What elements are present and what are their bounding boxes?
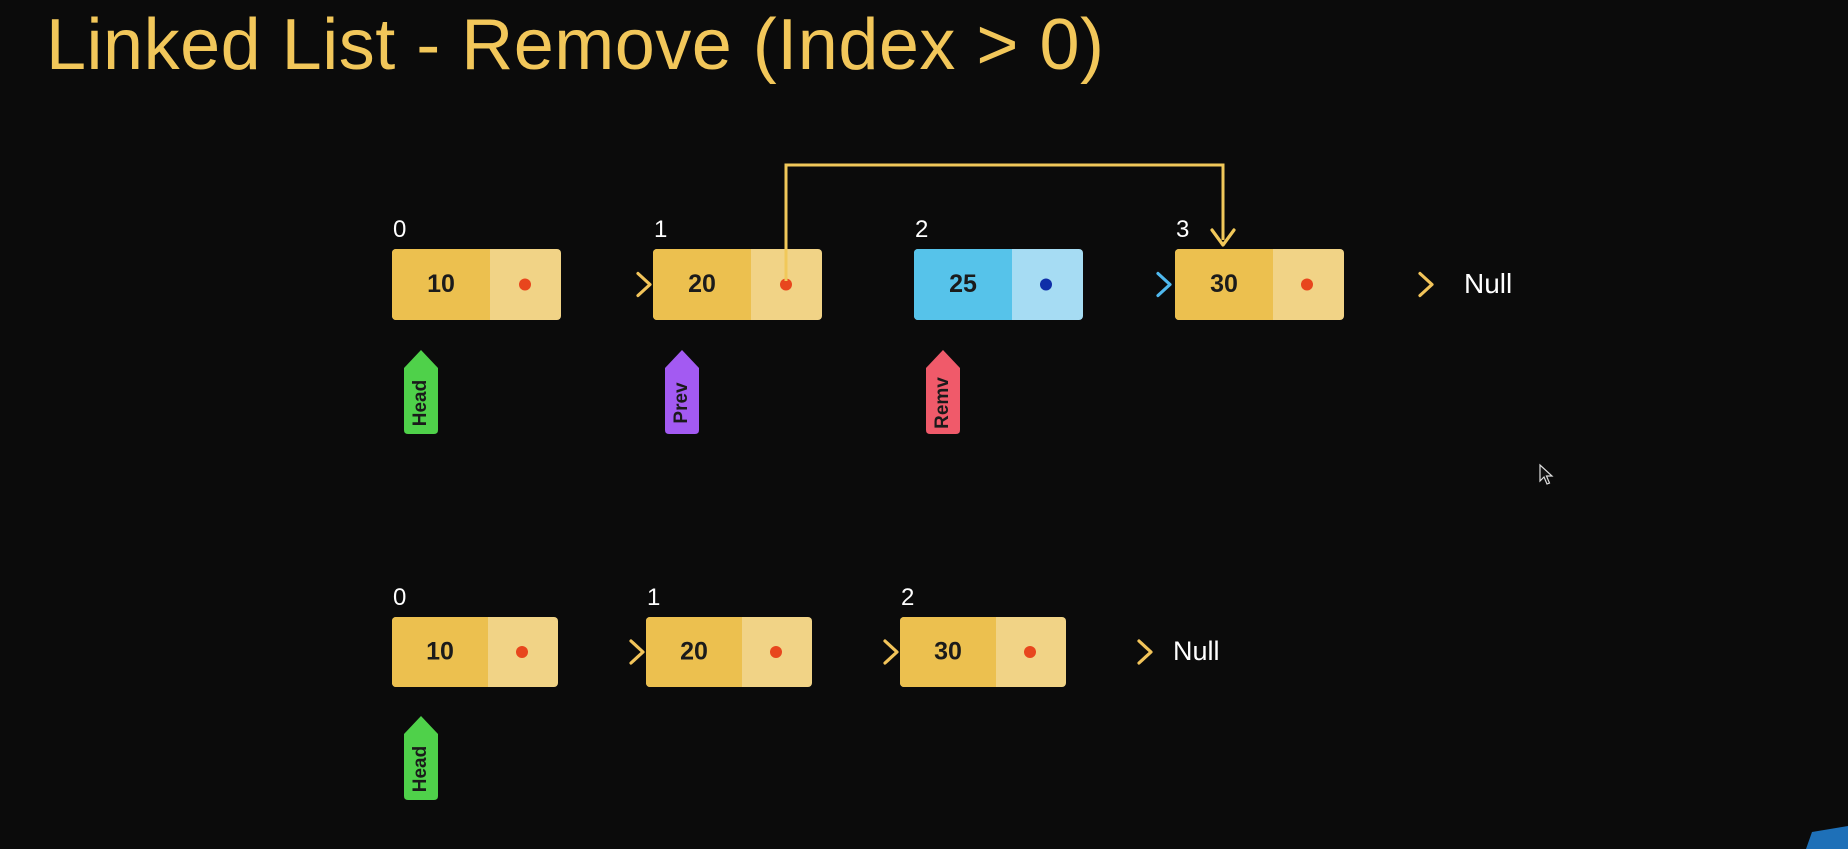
- corner-badge-icon: [1806, 826, 1848, 849]
- node-value-field: [392, 249, 490, 320]
- next-arrow: [770, 639, 899, 665]
- mouse-cursor-icon: [1539, 463, 1554, 485]
- list-node: 10 0: [392, 584, 558, 687]
- null-arrow: [1301, 271, 1434, 298]
- node-value: 30: [934, 638, 962, 666]
- pointer-tag-prev: Prev: [665, 350, 699, 434]
- list-node: 20 1: [653, 216, 822, 320]
- node-index: 1: [654, 216, 667, 243]
- bypass-line: [784, 163, 1225, 281]
- node-index: 0: [393, 584, 406, 611]
- node-value-field: [914, 249, 1012, 320]
- next-arrow: [519, 271, 652, 298]
- pointer-dot: [516, 646, 528, 658]
- pointer-tag-head: Head: [404, 350, 438, 434]
- node-value: 20: [680, 638, 708, 666]
- pointer-tag-head: Head: [404, 716, 438, 800]
- node-index: 2: [901, 584, 914, 611]
- pointer-dot: [1040, 278, 1052, 291]
- node-index: 2: [915, 216, 928, 243]
- pointer-label: Remv: [932, 377, 953, 429]
- node-value-field: [392, 617, 488, 687]
- node-value-field: [1175, 249, 1273, 320]
- next-arrow: [1040, 271, 1172, 298]
- node-value-field: [900, 617, 996, 687]
- node-index: 1: [647, 584, 660, 611]
- list-node: 10 0: [392, 216, 561, 320]
- arrow-head-icon: [1210, 228, 1236, 247]
- arrow-head-icon: [1418, 271, 1434, 298]
- arrow-head-icon: [1137, 639, 1153, 665]
- bypass-link: [784, 163, 1236, 281]
- pointer-dot: [1301, 278, 1313, 291]
- node-value: 10: [426, 638, 454, 666]
- node-value: 20: [688, 270, 716, 298]
- pointer-label: Prev: [671, 382, 692, 424]
- pointer-label: Head: [410, 380, 431, 426]
- pointer-dot: [770, 646, 782, 658]
- node-value: 10: [427, 270, 455, 298]
- node-value-field: [653, 249, 751, 320]
- node-value: 30: [1210, 270, 1238, 298]
- null-label: Null: [1464, 268, 1512, 299]
- pointer-tag-remv: Remv: [926, 350, 960, 434]
- arrow-head-icon: [629, 639, 645, 665]
- list-node: 30 3: [1175, 216, 1344, 320]
- list-node: 30 2: [900, 584, 1066, 687]
- arrow-head-icon: [636, 271, 652, 298]
- list-node: 25 2: [914, 216, 1083, 320]
- list-node: 20 1: [646, 584, 812, 687]
- arrow-head-icon: [1156, 271, 1172, 298]
- null-label: Null: [1173, 636, 1220, 666]
- next-arrow: [516, 639, 645, 665]
- page-title: Linked List - Remove (Index > 0): [46, 5, 1105, 85]
- pointer-dot: [519, 278, 531, 291]
- arrow-head-icon: [883, 639, 899, 665]
- null-arrow: [1024, 639, 1153, 665]
- pointer-dot: [1024, 646, 1036, 658]
- node-index: 3: [1176, 216, 1189, 243]
- node-value: 25: [949, 270, 977, 298]
- pointer-label: Head: [410, 746, 431, 792]
- node-index: 0: [393, 216, 406, 243]
- node-value-field: [646, 617, 742, 687]
- pointer-dot: [780, 278, 792, 291]
